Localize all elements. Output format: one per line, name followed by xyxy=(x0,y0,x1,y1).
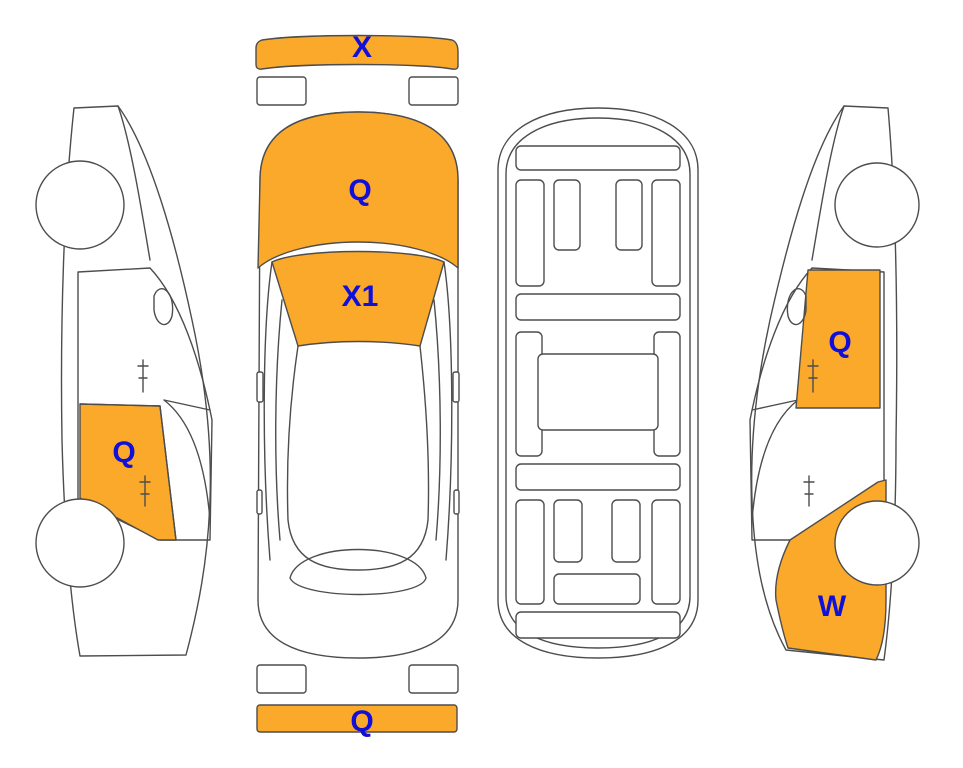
roof-outline xyxy=(286,345,430,571)
left-mirror-top xyxy=(256,371,264,403)
underbody-front-left-rail xyxy=(515,179,545,287)
left-door-handle-front xyxy=(137,359,149,393)
rear-window xyxy=(289,548,427,596)
right-side-view: Q W xyxy=(749,105,920,661)
left-side-door-seam xyxy=(79,403,177,541)
right-door-handle-front xyxy=(807,359,819,393)
underbody-view xyxy=(497,107,699,659)
right-side-glass xyxy=(433,261,453,561)
underbody-front-left-pocket xyxy=(553,179,581,251)
left-front-wheel xyxy=(35,498,125,588)
front-left-light xyxy=(256,76,307,106)
hood xyxy=(257,111,459,269)
right-front-door-panel xyxy=(795,269,881,409)
right-door-handle-rear xyxy=(803,475,815,507)
underbody-rear-right-rail xyxy=(651,499,681,605)
front-bumper xyxy=(255,34,459,70)
left-side-mirror xyxy=(153,288,174,326)
right-side-mirror xyxy=(786,288,807,326)
rear-right-light xyxy=(408,664,459,694)
left-rear-wheel xyxy=(35,160,125,250)
right-front-wheel xyxy=(834,500,920,586)
front-right-light xyxy=(408,76,459,106)
underbody-rear-right-pocket xyxy=(611,499,641,563)
left-side-view: Q xyxy=(35,105,213,657)
underbody-rear-crossmember xyxy=(515,611,681,639)
top-view: X Q X1 Q xyxy=(255,31,460,738)
underbody-rear-left-pocket xyxy=(553,499,583,563)
right-side-belt-line xyxy=(751,399,799,521)
rear-left-light xyxy=(256,664,307,694)
underbody-front-crossmember xyxy=(515,145,681,171)
left-side-window xyxy=(77,267,213,541)
right-side-roofline xyxy=(811,105,845,261)
left-side-glass xyxy=(263,261,283,561)
left-door-handle-rear xyxy=(139,475,151,507)
left-side-roofline xyxy=(117,105,151,261)
underbody-front-bar xyxy=(515,293,681,321)
underbody-front-right-pocket xyxy=(615,179,643,251)
underbody-rear-bar xyxy=(515,463,681,491)
left-side-belt-line xyxy=(163,399,211,521)
right-front-fender-label: W xyxy=(818,590,847,623)
underbody-inner xyxy=(505,117,691,649)
underbody-tank xyxy=(553,573,641,605)
underbody-rear-left-rail xyxy=(515,499,545,605)
left-rear-door-label: Q xyxy=(112,436,135,469)
hood-label: Q xyxy=(348,174,371,207)
underbody-center-plate xyxy=(537,353,659,431)
right-side-window xyxy=(749,267,885,541)
rear-bumper-label: Q xyxy=(350,705,373,738)
front-bumper-label: X xyxy=(352,31,372,64)
rear-bumper xyxy=(256,704,458,733)
right-front-door-label: Q xyxy=(828,326,851,359)
right-handle-top xyxy=(453,489,460,515)
right-rear-wheel xyxy=(834,162,920,248)
underbody-front-right-rail xyxy=(651,179,681,287)
left-handle-top xyxy=(256,489,263,515)
right-mirror-top xyxy=(452,371,460,403)
windshield-label: X1 xyxy=(342,280,379,313)
